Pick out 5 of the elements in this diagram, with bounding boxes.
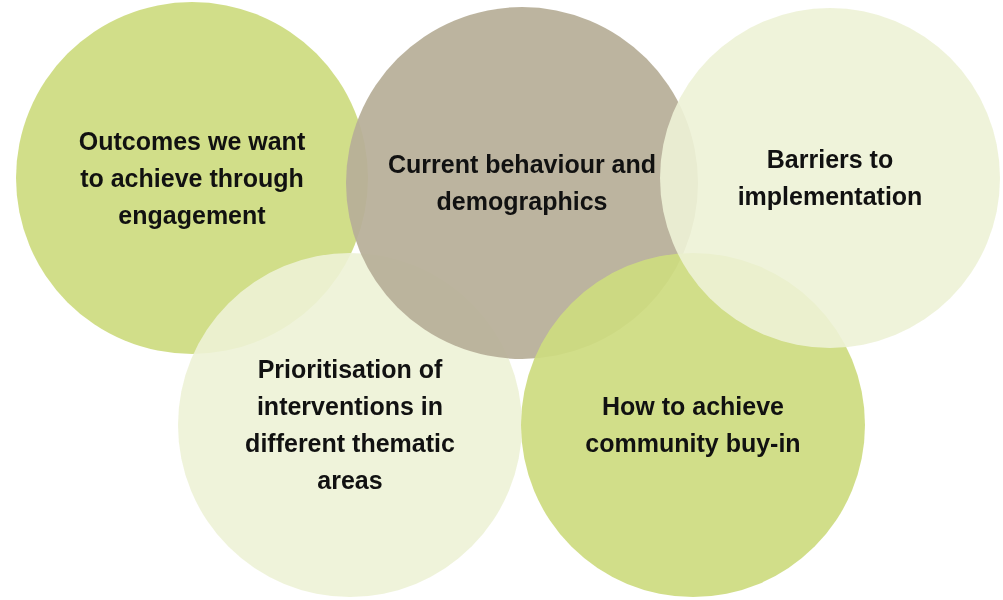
circle-label: Outcomes we want to achieve through engagement	[77, 125, 307, 231]
circle-label: How to achieve community buy-in	[584, 391, 802, 459]
circle-label: Barriers to implementation	[736, 144, 924, 212]
circle-label: Prioritisation of interventions in different thematic areas	[244, 354, 456, 496]
circle-label: Current behaviour and demographics	[387, 149, 657, 217]
